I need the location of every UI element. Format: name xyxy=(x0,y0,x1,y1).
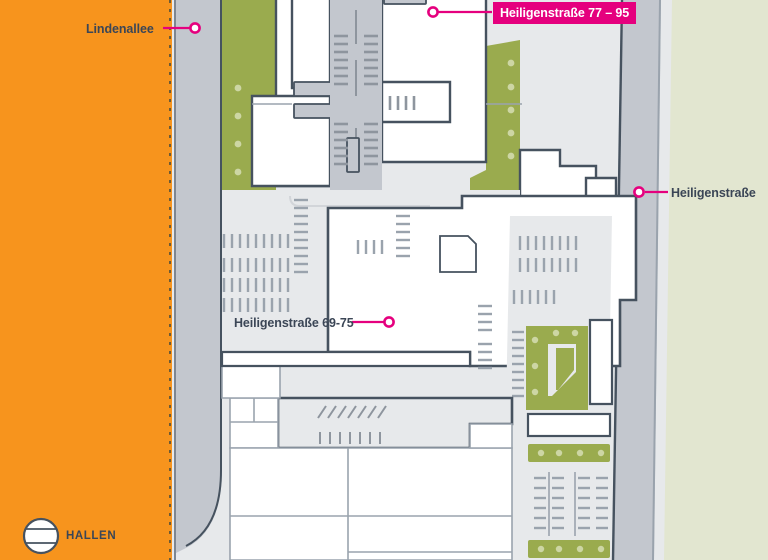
parking-row-2 xyxy=(222,258,290,272)
building-top-right-wing xyxy=(380,80,452,124)
plaza-edge-curve xyxy=(289,195,430,207)
park-area-right xyxy=(664,0,768,560)
parking-hatch-above-building xyxy=(396,214,410,258)
building-bottom-right-a xyxy=(469,423,513,449)
marker-heiligenstrasse-69-75 xyxy=(383,316,395,328)
crosswalk-left-lower xyxy=(334,122,348,166)
structure-kiosk-c xyxy=(383,0,427,5)
parking-hatch-right-top xyxy=(512,236,578,304)
label-heiligenstrasse-77-95[interactable]: Heiligenstraße 77 – 95 xyxy=(493,2,637,24)
road-left-edge-east xyxy=(185,0,222,547)
label-heiligenstrasse[interactable]: Heiligenstraße xyxy=(671,186,756,200)
label-lindenallee[interactable]: Lindenallee xyxy=(86,22,154,36)
green-strip-upper-right-foot xyxy=(470,170,520,192)
parking-column-vertical xyxy=(294,198,308,274)
tree-dots-right-lot xyxy=(531,329,579,396)
building-top-left-north xyxy=(290,0,332,90)
green-planter-bottom xyxy=(528,540,610,558)
green-strip-upper-right xyxy=(486,40,520,190)
label-connector-lines xyxy=(163,10,668,324)
parking-hatch-right-col xyxy=(512,330,524,398)
parking-row-4 xyxy=(222,298,290,312)
label-heiligenstrasse-69-75[interactable]: Heiligenstraße 69-75 xyxy=(234,316,354,330)
parking-row-3 xyxy=(222,278,290,292)
building-central-courtyard xyxy=(439,235,477,273)
marker-heiligenstrasse xyxy=(633,186,645,198)
legend-label-hallen: HALLEN xyxy=(66,530,117,542)
messe-area-orange xyxy=(0,0,172,560)
parking-hatch-plaza-left xyxy=(222,198,492,370)
hallen-circle-icon xyxy=(22,517,60,555)
green-planter-mid xyxy=(528,444,610,462)
tree-dots-planter-mid xyxy=(537,449,605,457)
parking-hatch-top-right xyxy=(388,96,416,110)
marker-lindenallee xyxy=(189,22,201,34)
parking-row-1 xyxy=(222,234,290,248)
crosswalk-left-upper xyxy=(334,34,348,86)
green-block-inner xyxy=(556,348,574,390)
building-left-lower xyxy=(221,365,281,399)
parking-hatch-lot-bottom xyxy=(534,476,608,530)
structure-island xyxy=(346,137,360,173)
parking-hatch-right-building xyxy=(478,304,492,370)
building-central-lower-band xyxy=(220,350,472,368)
crosswalk-right-lower xyxy=(364,122,378,166)
marker-heiligenstrasse-77-95 xyxy=(427,6,439,18)
crosswalk-right-upper xyxy=(364,34,378,86)
tree-dots-planter-bottom xyxy=(537,545,605,553)
tree-dots-upper-right xyxy=(507,59,515,160)
parking-hatch-near-building xyxy=(356,240,384,254)
building-lot-strip xyxy=(526,412,612,438)
label-marker-dots[interactable] xyxy=(189,6,645,328)
road-right-edge-east xyxy=(652,0,661,560)
crosswalk-hatch-group xyxy=(334,34,416,166)
building-right-lot xyxy=(588,318,614,406)
hatch-bottom-hall xyxy=(317,405,387,444)
road-left-corridor xyxy=(174,0,222,554)
building-bottom-block xyxy=(229,447,513,560)
